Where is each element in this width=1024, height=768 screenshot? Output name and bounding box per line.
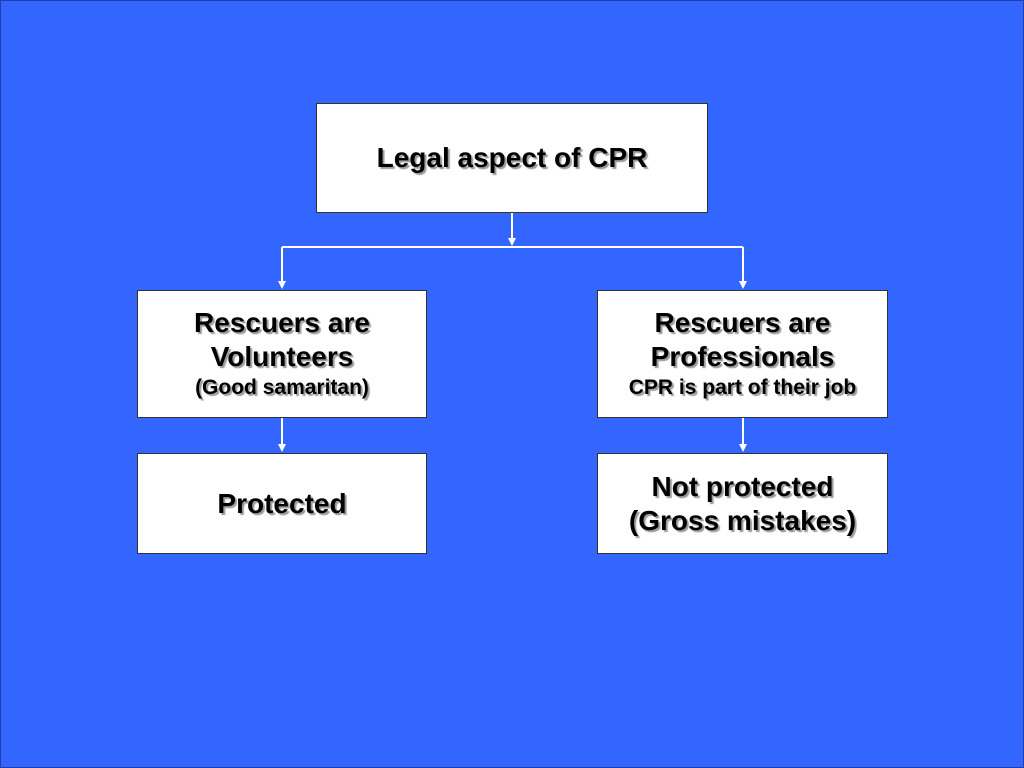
- node-volunteers: Rescuers are Volunteers (Good samaritan): [137, 290, 427, 418]
- node-not-protected: Not protected (Gross mistakes): [597, 453, 888, 554]
- node-volunteers-line2: Volunteers: [210, 341, 354, 372]
- node-not-protected-line1: Not protected: [651, 470, 834, 502]
- node-volunteers-line1: Rescuers are: [194, 307, 370, 338]
- node-professionals-line1: Rescuers are: [654, 307, 831, 338]
- node-professionals: Rescuers are Professionals CPR is part o…: [597, 290, 888, 418]
- node-professionals-line3: CPR is part of their job: [628, 376, 857, 399]
- node-protected: Protected: [137, 453, 427, 554]
- node-legal-aspect-label: Legal aspect of CPR: [376, 142, 648, 173]
- node-professionals-line2: Professionals: [650, 341, 835, 372]
- node-protected-label: Protected: [217, 487, 347, 519]
- node-volunteers-line3: (Good samaritan): [195, 376, 369, 399]
- node-legal-aspect: Legal aspect of CPR: [316, 103, 708, 213]
- node-not-protected-line2: (Gross mistakes): [628, 504, 857, 536]
